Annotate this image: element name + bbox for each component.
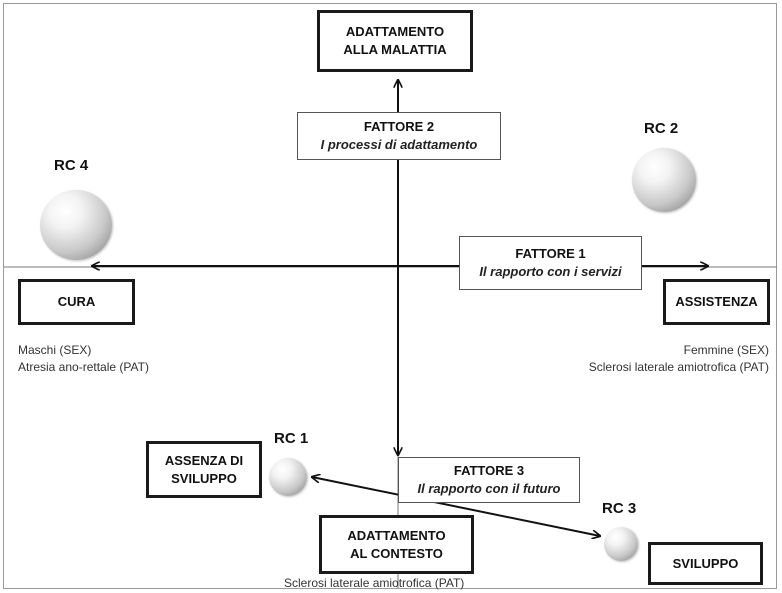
factor2-title: FATTORE 2 [363,119,435,134]
factor3-label-box: FATTORE 3 Il rapporto con il futuro [398,457,580,503]
rc3-label: RC 3 [602,500,637,517]
box-adattamento-malattia-line1: ADATTAMENTO [345,24,445,39]
box-adattamento-malattia: ADATTAMENTO ALLA MALATTIA [317,10,473,72]
box-adattamento-malattia-line2: ALLA MALATTIA [343,42,447,57]
factor3-subtitle: Il rapporto con il futuro [417,481,561,496]
rc2-label: RC 2 [644,120,679,137]
box-assenza-sviluppo-line2: SVILUPPO [171,470,237,486]
rc3-sphere [604,527,638,561]
rc2-sphere [632,148,696,212]
note-left-line1: Maschi (SEX) [18,343,92,357]
factor3-title: FATTORE 3 [453,463,525,478]
box-sviluppo-label: SVILUPPO [672,555,739,571]
rc1-sphere [269,458,307,496]
factor1-subtitle: Il rapporto con i servizi [479,264,622,279]
box-cura: CURA [18,279,135,325]
note-left: Maschi (SEX) Atresia ano-rettale (PAT) [18,342,149,376]
box-assistenza-label: ASSISTENZA [675,294,758,309]
box-adattamento-contesto: ADATTAMENTO AL CONTESTO [319,515,474,574]
box-adattamento-contesto-line2: AL CONTESTO [350,545,443,561]
factor3-axis-arrow [312,477,600,536]
note-right-line2: Sclerosi laterale amiotrofica (PAT) [588,360,769,374]
factor1-title: FATTORE 1 [515,246,586,261]
note-right-line1: Femmine (SEX) [683,343,769,357]
rc4-label: RC 4 [54,157,89,174]
factor1-label-box: FATTORE 1 Il rapporto con i servizi [459,236,642,290]
note-left-line2: Atresia ano-rettale (PAT) [18,360,149,374]
rc1-label: RC 1 [274,430,309,447]
note-right: Femmine (SEX) Sclerosi laterale amiotrof… [589,342,769,376]
rc4-sphere [40,190,112,260]
box-assistenza: ASSISTENZA [663,279,770,325]
box-adattamento-contesto-line1: ADATTAMENTO [347,527,446,543]
box-cura-label: CURA [57,294,96,309]
box-assenza-sviluppo-line1: ASSENZA DI [164,452,244,468]
factor2-subtitle: I processi di adattamento [320,137,478,152]
note-bottom: Sclerosi laterale amiotrofica (PAT) [284,576,465,590]
box-assenza-sviluppo: ASSENZA DI SVILUPPO [146,441,262,498]
factor2-label-box: FATTORE 2 I processi di adattamento [297,112,501,160]
box-sviluppo: SVILUPPO [648,542,763,585]
